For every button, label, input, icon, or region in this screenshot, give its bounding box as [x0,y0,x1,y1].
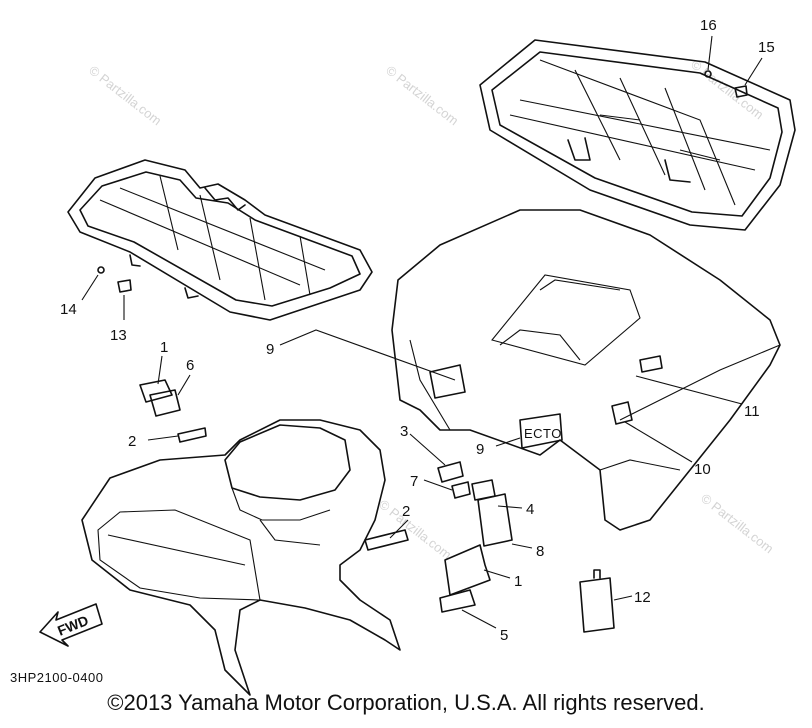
callout: 10 [694,461,711,478]
watermark: © Partzilla.com [86,63,164,129]
leader-lines [81,35,763,629]
callout: 5 [500,627,508,644]
forward-arrow: FWD [39,603,103,647]
watermark: © Partzilla.com [688,57,766,123]
callout: 2 [128,433,136,450]
callout-labels: 16 15 14 13 9 1 6 2 3 7 4 2 8 1 5 9 11 1… [60,17,775,644]
callout: 13 [110,327,127,344]
callout: 3 [400,423,408,440]
diagram-code: 3HP2100-0400 [10,670,103,685]
callout: 9 [266,341,274,358]
ecto-decal-label: ECTO [524,426,562,441]
front-carrier [67,159,373,321]
callout: 6 [186,357,194,374]
watermark: © Partzilla.com [383,63,461,129]
callout: 4 [526,501,534,518]
callout: 8 [536,543,544,560]
callout: 7 [410,473,418,490]
callout: 9 [476,441,484,458]
callout: 12 [634,589,651,606]
callout: 11 [744,403,760,420]
rear-fender: ECTO [391,209,781,531]
rear-carrier [479,39,796,231]
callout: 1 [160,339,168,356]
callout: 15 [758,39,775,56]
callout: 16 [700,17,717,34]
watermark: © Partzilla.com [376,497,454,563]
callout: 14 [60,301,77,318]
front-fender [81,379,615,696]
watermark: © Partzilla.com [698,491,776,557]
copyright-notice: ©2013 Yamaha Motor Corporation, U.S.A. A… [107,690,705,715]
callout: 1 [514,573,522,590]
callout: 2 [402,503,410,520]
